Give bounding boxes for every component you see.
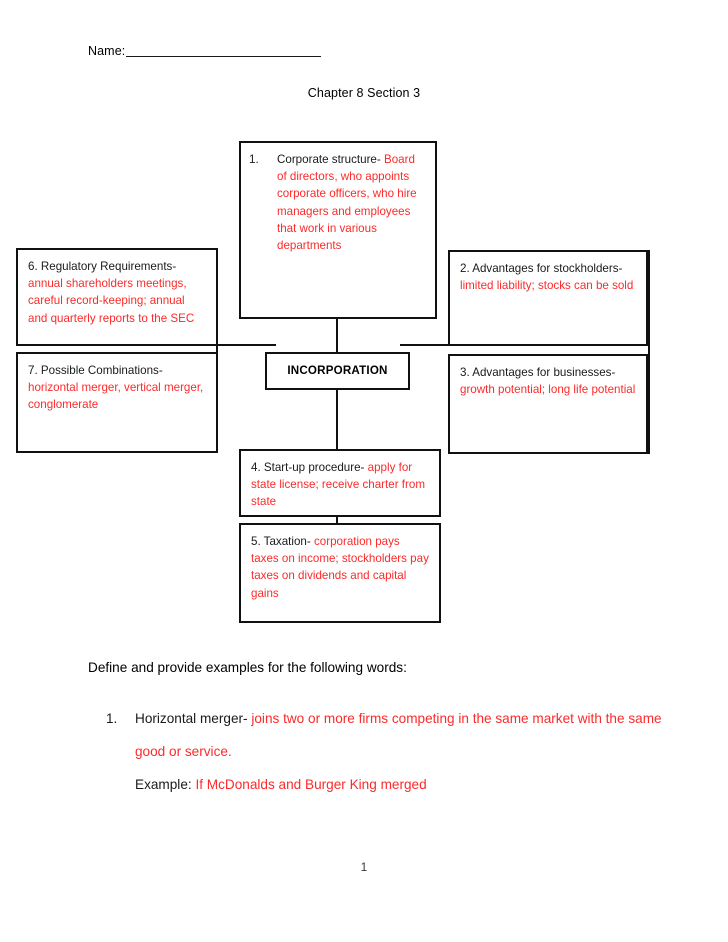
diagram-box-startup-procedure[interactable]: 4. Start-up procedure- apply for state l… [239, 449, 441, 517]
box2-label: 2. Advantages for stockholders- [460, 262, 623, 275]
name-label: Name: [88, 44, 126, 58]
box4-answer: apply for state license; receive charter… [251, 461, 425, 509]
box5-label: 5. Taxation- [251, 535, 311, 548]
connector-center-to-left [216, 344, 276, 347]
diagram-box-advantages-stockholders[interactable]: 2. Advantages for stockholders- limited … [448, 250, 648, 346]
diagram-box-advantages-businesses[interactable]: 3. Advantages for businesses- growth pot… [448, 354, 648, 454]
connector-center-to-box4 [336, 388, 339, 452]
vocabulary-item-definition: joins two or more firms competing in the… [135, 711, 662, 759]
box6-label: 6. Regulatory Requirements- [28, 260, 177, 273]
vocabulary-list: 1. Horizontal merger- joins two or more … [106, 702, 686, 801]
incorporation-label: INCORPORATION [287, 364, 388, 378]
vocabulary-item-number: 1. [106, 711, 118, 726]
diagram-box-incorporation-center[interactable]: INCORPORATION [265, 352, 410, 390]
box3-label: 3. Advantages for businesses- [460, 366, 616, 379]
diagram-box-taxation[interactable]: 5. Taxation- corporation pays taxes on i… [239, 523, 441, 623]
connector-box1-to-center [336, 316, 339, 356]
box1-answer: Board of directors, who appoints corpora… [277, 153, 417, 253]
name-blank-line[interactable] [126, 56, 322, 57]
vocabulary-instruction: Define and provide examples for the foll… [88, 660, 407, 675]
box2-answer: limited liability; stocks can be sold [460, 279, 634, 293]
chapter-title: Chapter 8 Section 3 [307, 86, 421, 100]
box4-label: 4. Start-up procedure- [251, 461, 365, 474]
name-field-line: Name: [88, 44, 322, 58]
box6-answer: annual shareholders meetings, careful re… [28, 277, 195, 325]
box1-label: Corporate structure- [277, 153, 381, 166]
vocabulary-example-answer: If McDonalds and Burger King merged [195, 777, 427, 792]
box5-answer: corporation pays taxes on income; stockh… [251, 535, 429, 600]
page-number: 1 [360, 862, 368, 874]
box1-number: 1. [249, 153, 259, 166]
vocabulary-item-term: Horizontal merger- [135, 711, 248, 726]
box3-answer: growth potential; long life potential [460, 383, 636, 397]
box7-label: 7. Possible Combinations- [28, 364, 163, 377]
connector-right-vertical [648, 250, 651, 454]
vocabulary-example-label: Example: [135, 777, 192, 792]
vocabulary-item: 1. Horizontal merger- joins two or more … [106, 702, 686, 801]
connector-left-vertical [216, 248, 219, 453]
connector-box4-to-box5 [336, 514, 339, 526]
diagram-box-regulatory-requirements[interactable]: 6. Regulatory Requirements- annual share… [16, 248, 218, 346]
diagram-box-possible-combinations[interactable]: 7. Possible Combinations- horizontal mer… [16, 352, 218, 453]
diagram-box-corporate-structure[interactable]: 1. Corporate structure- Board of directo… [239, 141, 437, 319]
box7-answer: horizontal merger, vertical merger, cong… [28, 381, 204, 412]
